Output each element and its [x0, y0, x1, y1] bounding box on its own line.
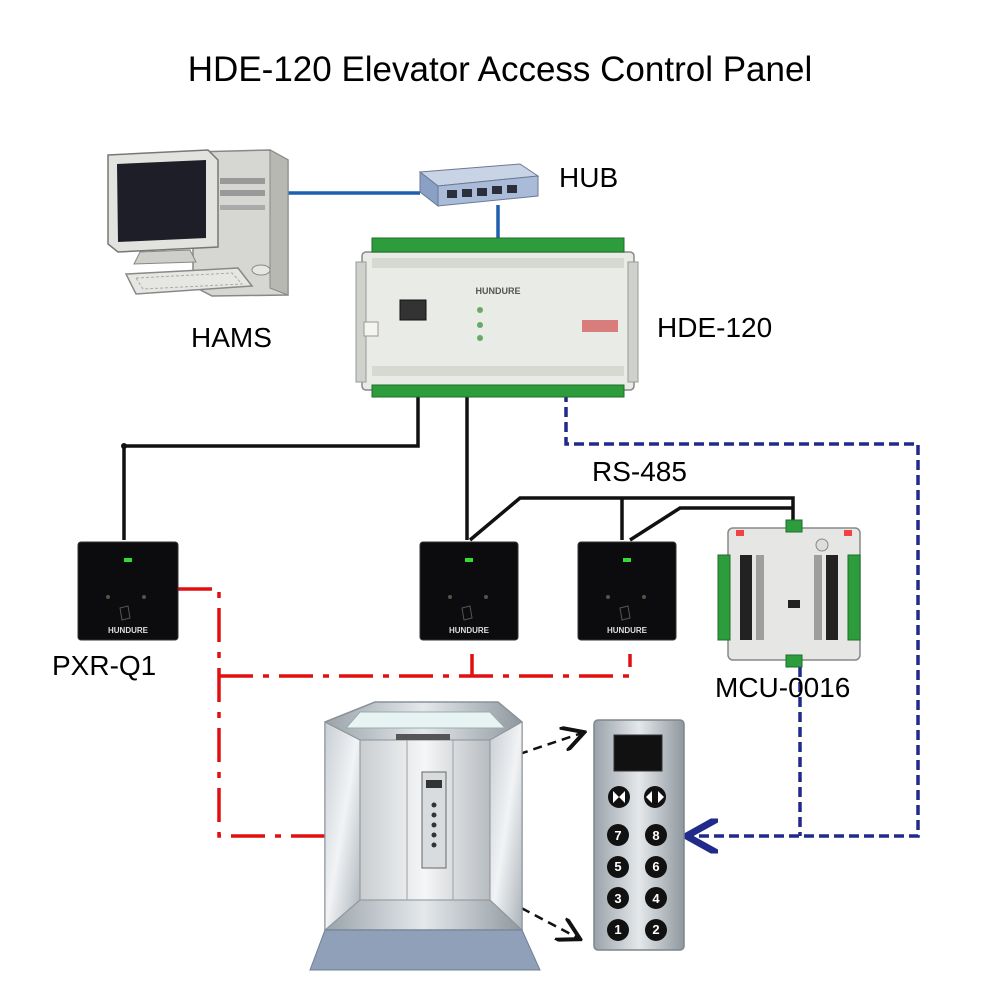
- reader-left-brand: HUNDURE: [108, 626, 149, 635]
- controller-brand: HUNDURE: [476, 286, 521, 296]
- card-reader-right: [577, 541, 677, 641]
- relay-label: MCU-0016: [715, 672, 851, 703]
- hams-label: HAMS: [191, 322, 272, 353]
- keypad-button-4: 4: [645, 887, 667, 909]
- elevator-car-image: [309, 701, 541, 971]
- keypad-button-3: 3: [607, 887, 629, 909]
- reader-right-brand: HUNDURE: [607, 626, 648, 635]
- diagram-title: HDE-120 Elevator Access Control Panel: [187, 50, 813, 89]
- keypad-button-6: 6: [645, 855, 667, 878]
- reader-middle-brand: HUNDURE: [449, 626, 490, 635]
- relay-signal-lines: [564, 392, 920, 836]
- keypad-button-1: 1: [607, 918, 629, 941]
- relay-board: [717, 519, 861, 668]
- reader-signal-lines: [178, 587, 632, 836]
- hub-label: HUB: [559, 162, 619, 193]
- keypad-button-8: 8: [645, 824, 667, 846]
- keypad-button-2: 2: [645, 918, 667, 941]
- card-reader-middle: [419, 541, 519, 641]
- controller-label: HDE-120: [657, 312, 773, 343]
- network-cable: [287, 191, 500, 238]
- controller-board: [355, 237, 639, 398]
- reader-label: PXR-Q1: [52, 650, 157, 681]
- keypad-button-5: 5: [607, 855, 629, 878]
- keypad-button-7: 7: [607, 824, 629, 846]
- rs485-wiring: [121, 392, 795, 542]
- card-reader-left: [77, 541, 179, 641]
- hub-icon: [418, 163, 540, 208]
- computer-icon: [107, 149, 289, 297]
- rs485-label: RS-485: [592, 456, 687, 487]
